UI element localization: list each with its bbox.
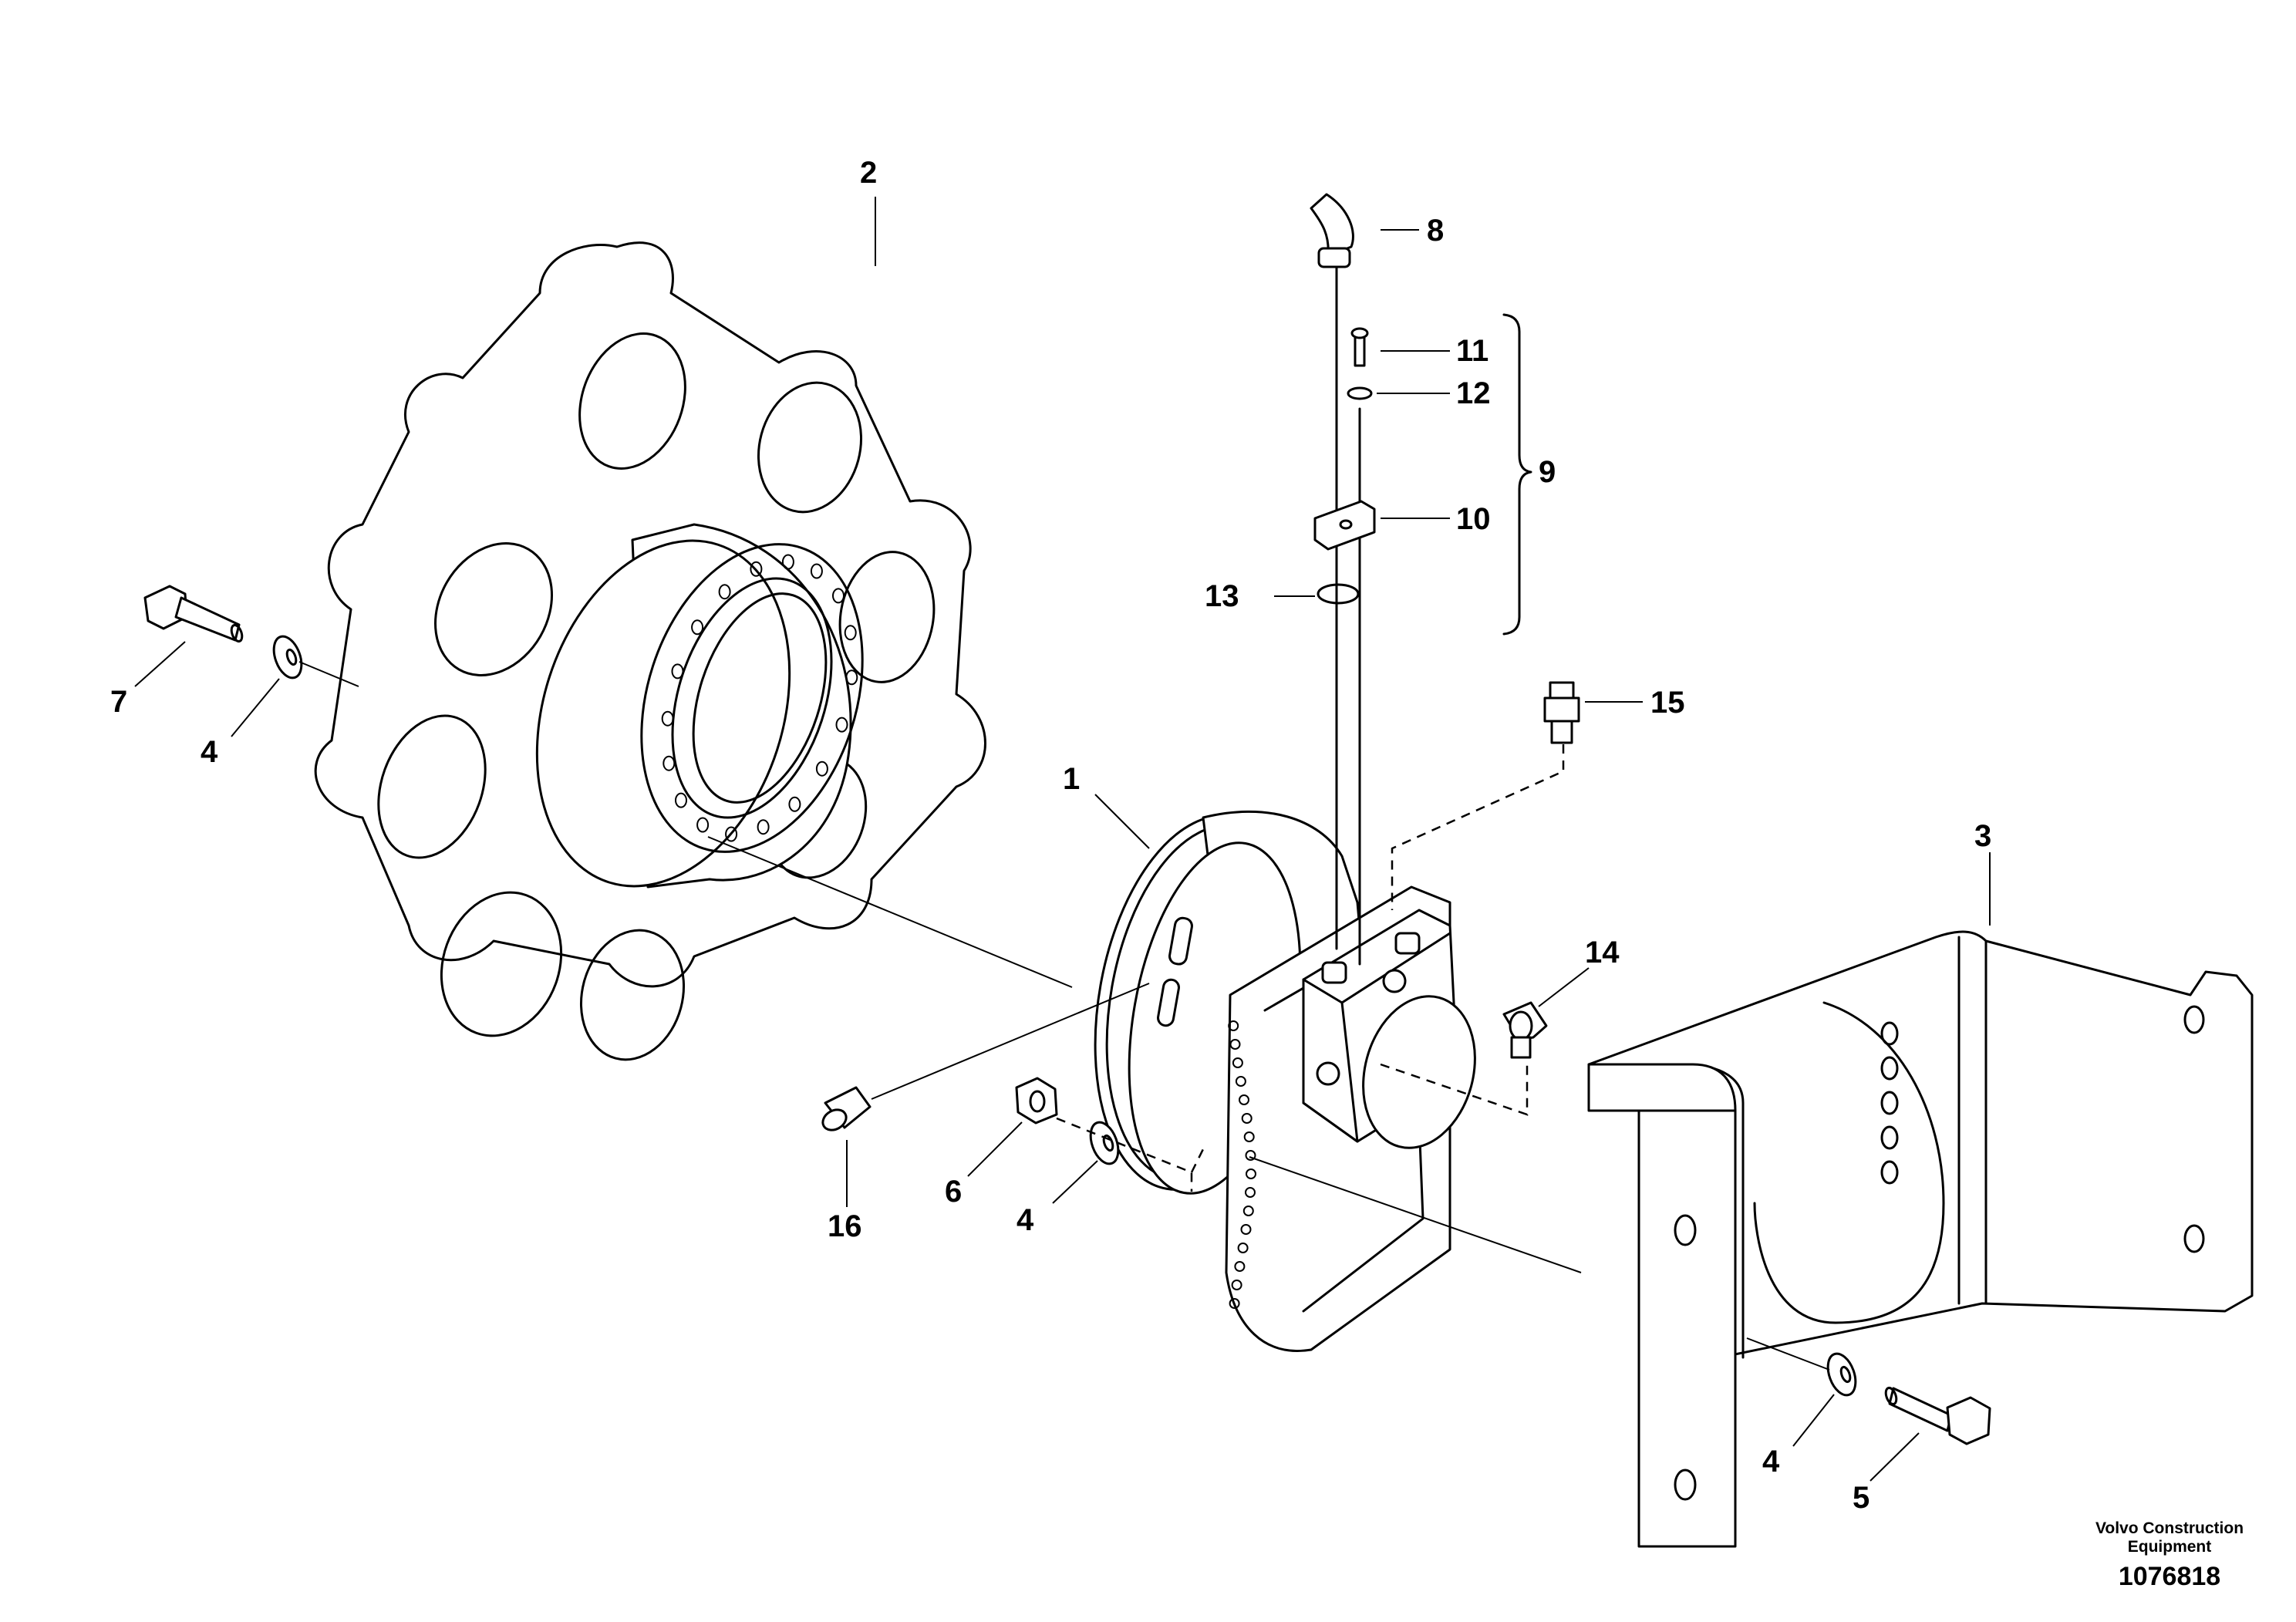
callout-14: 14 — [1585, 936, 1620, 969]
flange-bolt-hole — [1246, 1168, 1256, 1179]
washer-4-top[interactable] — [268, 632, 306, 682]
hub-bolt-hole — [832, 588, 845, 604]
hub-bolt-hole — [696, 817, 710, 833]
callout-8: 8 — [1427, 214, 1444, 248]
callout-11: 11 — [1456, 334, 1489, 368]
flange-bolt-hole — [1228, 1020, 1239, 1031]
hub-bolt-hole — [671, 663, 684, 679]
flange-bolt-hole — [1242, 1206, 1254, 1216]
flange-bolt-hole — [1241, 1113, 1253, 1124]
hub-bolt-hole — [845, 669, 858, 686]
brand-line-1: Volvo Construction — [2095, 1519, 2244, 1537]
flange-bolt-hole — [1232, 1057, 1243, 1068]
bracket-holes — [1674, 1005, 2205, 1501]
hub-bolt-hole — [835, 717, 848, 733]
o-ring-13[interactable] — [1317, 583, 1360, 605]
flange-bolt-hole — [1235, 1076, 1246, 1087]
callout-4-top: 4 — [201, 735, 218, 769]
callout-6: 6 — [945, 1175, 962, 1209]
washer-4-bottom[interactable] — [1822, 1350, 1860, 1399]
assembly-line-16 — [871, 983, 1150, 1100]
clamp-10[interactable] — [1313, 500, 1376, 551]
sprocket-holes — [377, 332, 936, 1061]
washer-12[interactable] — [1347, 386, 1373, 400]
flange-bolt-hole — [1229, 1039, 1241, 1050]
hub-bolt-hole — [725, 826, 738, 842]
branding-block: Volvo Construction Equipment 1076818 — [2095, 1519, 2244, 1591]
mounting-bracket[interactable] — [1587, 930, 2254, 1548]
callout-4-middle: 4 — [1017, 1203, 1034, 1237]
hub-bolt-hole — [718, 584, 731, 600]
bolt-5[interactable] — [1884, 1386, 1991, 1445]
bolt-7[interactable] — [143, 585, 244, 643]
grease-nipple-16[interactable] — [819, 1086, 872, 1134]
callout-16: 16 — [828, 1209, 862, 1243]
assembly-line-7 — [298, 661, 359, 687]
brand-line-2: Equipment — [2128, 1538, 2212, 1556]
flange-bolt-hole — [1243, 1131, 1255, 1142]
flange-bolt-hole — [1245, 1187, 1256, 1198]
nut-6[interactable] — [1015, 1077, 1058, 1125]
hub-bolt-hole — [815, 760, 828, 777]
callout-12: 12 — [1456, 376, 1491, 410]
hub-bolt-hole — [663, 755, 676, 771]
hub-bolt-hole — [844, 625, 857, 641]
sprocket-hub — [535, 523, 864, 889]
group-9-bracket — [1502, 313, 1532, 636]
flange-bolt-hole — [1231, 1280, 1242, 1290]
callout-15: 15 — [1650, 686, 1685, 720]
hub-bolt-hole — [675, 792, 687, 808]
callout-2: 2 — [860, 156, 877, 190]
hub-bolt-hole — [781, 554, 794, 570]
callout-9: 9 — [1539, 455, 1556, 489]
grease-nipple-14[interactable] — [1502, 1001, 1548, 1059]
flange-bolt-hole — [1237, 1243, 1249, 1253]
washer-4-middle[interactable] — [1085, 1118, 1123, 1168]
assembly-line-15 — [1391, 744, 1565, 910]
assembly-line-5 — [1746, 1337, 1830, 1371]
hub-bolt-hole — [810, 563, 823, 579]
hub-bolt-holes — [661, 554, 858, 842]
assembly-line-6 — [1056, 1117, 1205, 1192]
flange-bolt-hole — [1245, 1150, 1256, 1161]
hub-bolt-hole — [788, 796, 801, 812]
breather-8[interactable] — [1310, 193, 1354, 268]
callout-10: 10 — [1456, 502, 1491, 536]
flange-bolt-hole — [1234, 1261, 1246, 1272]
assembly-line-14 — [1380, 1061, 1529, 1116]
flange-bolt-hole — [1240, 1224, 1252, 1235]
hub-bolt-hole — [750, 561, 763, 577]
callout-1: 1 — [1063, 762, 1080, 796]
callout-3: 3 — [1974, 819, 1991, 853]
callout-13: 13 — [1205, 579, 1239, 613]
leader-lines — [134, 197, 1991, 1482]
fitting-15[interactable] — [1543, 681, 1580, 744]
hub-bolt-hole — [661, 710, 674, 727]
flange-bolt-holes — [1228, 1020, 1256, 1309]
flange-bolt-hole — [1239, 1094, 1249, 1105]
callout-4-bottom: 4 — [1762, 1445, 1780, 1479]
hub-bolt-hole — [757, 819, 770, 835]
screw-11[interactable] — [1350, 327, 1369, 367]
flange-bolt-hole — [1229, 1298, 1240, 1309]
drive-motor[interactable] — [1067, 799, 1491, 1352]
sprocket-plate[interactable] — [314, 241, 986, 1071]
hub-bolt-hole — [691, 619, 704, 636]
callout-labels: 2 8 11 12 9 10 13 15 1 3 14 7 4 6 4 16 4… — [110, 156, 1991, 1515]
callout-7: 7 — [110, 685, 127, 719]
callout-5: 5 — [1853, 1481, 1870, 1515]
document-number: 1076818 — [2119, 1562, 2220, 1591]
